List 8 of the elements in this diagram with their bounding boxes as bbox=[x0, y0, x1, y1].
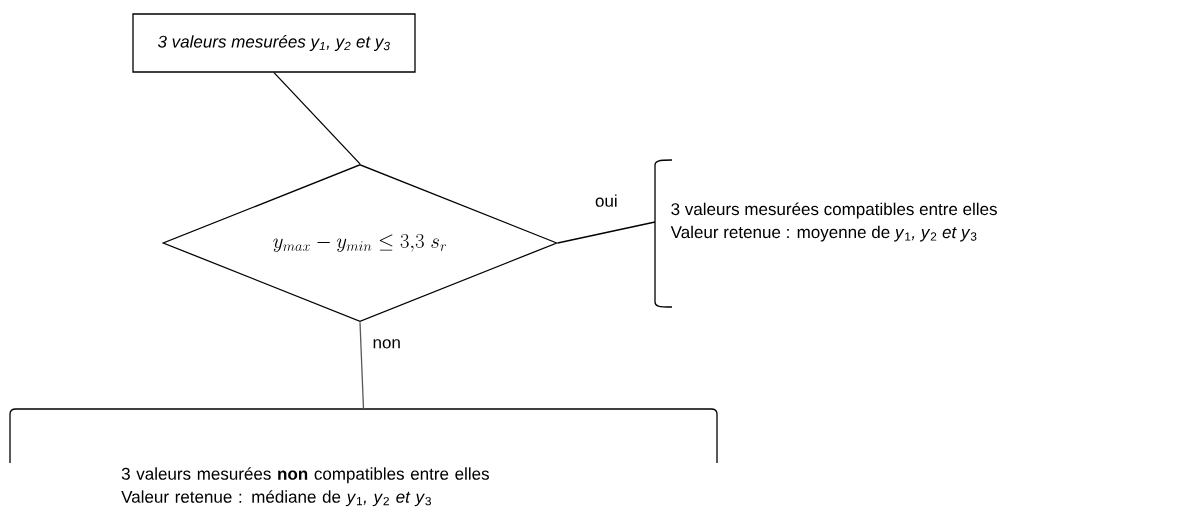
bracket-note: 3 valeurs mesurées compatibles entre elles Valeur retenue : moyenne de y$_{1}$, y$_{2}$ et y$_{3}$ bbox=[654, 159, 997, 308]
connector-line bbox=[557, 221, 656, 244]
connector-line bbox=[273, 72, 361, 165]
connector-line bbox=[359, 321, 365, 410]
input-box: 3 valeurs mesurées y$_{1}$, y$_{2}$ et y$_{3}$ bbox=[132, 13, 416, 73]
bracket-note: 3 valeurs mesurées non compatibles entre elles Valeur retenue : médiane de y$_{1}$, y$_{2}$ et y$_{3}$ bbox=[9, 408, 718, 507]
edge-label: oui bbox=[595, 194, 617, 207]
edge-label: non bbox=[373, 339, 400, 349]
